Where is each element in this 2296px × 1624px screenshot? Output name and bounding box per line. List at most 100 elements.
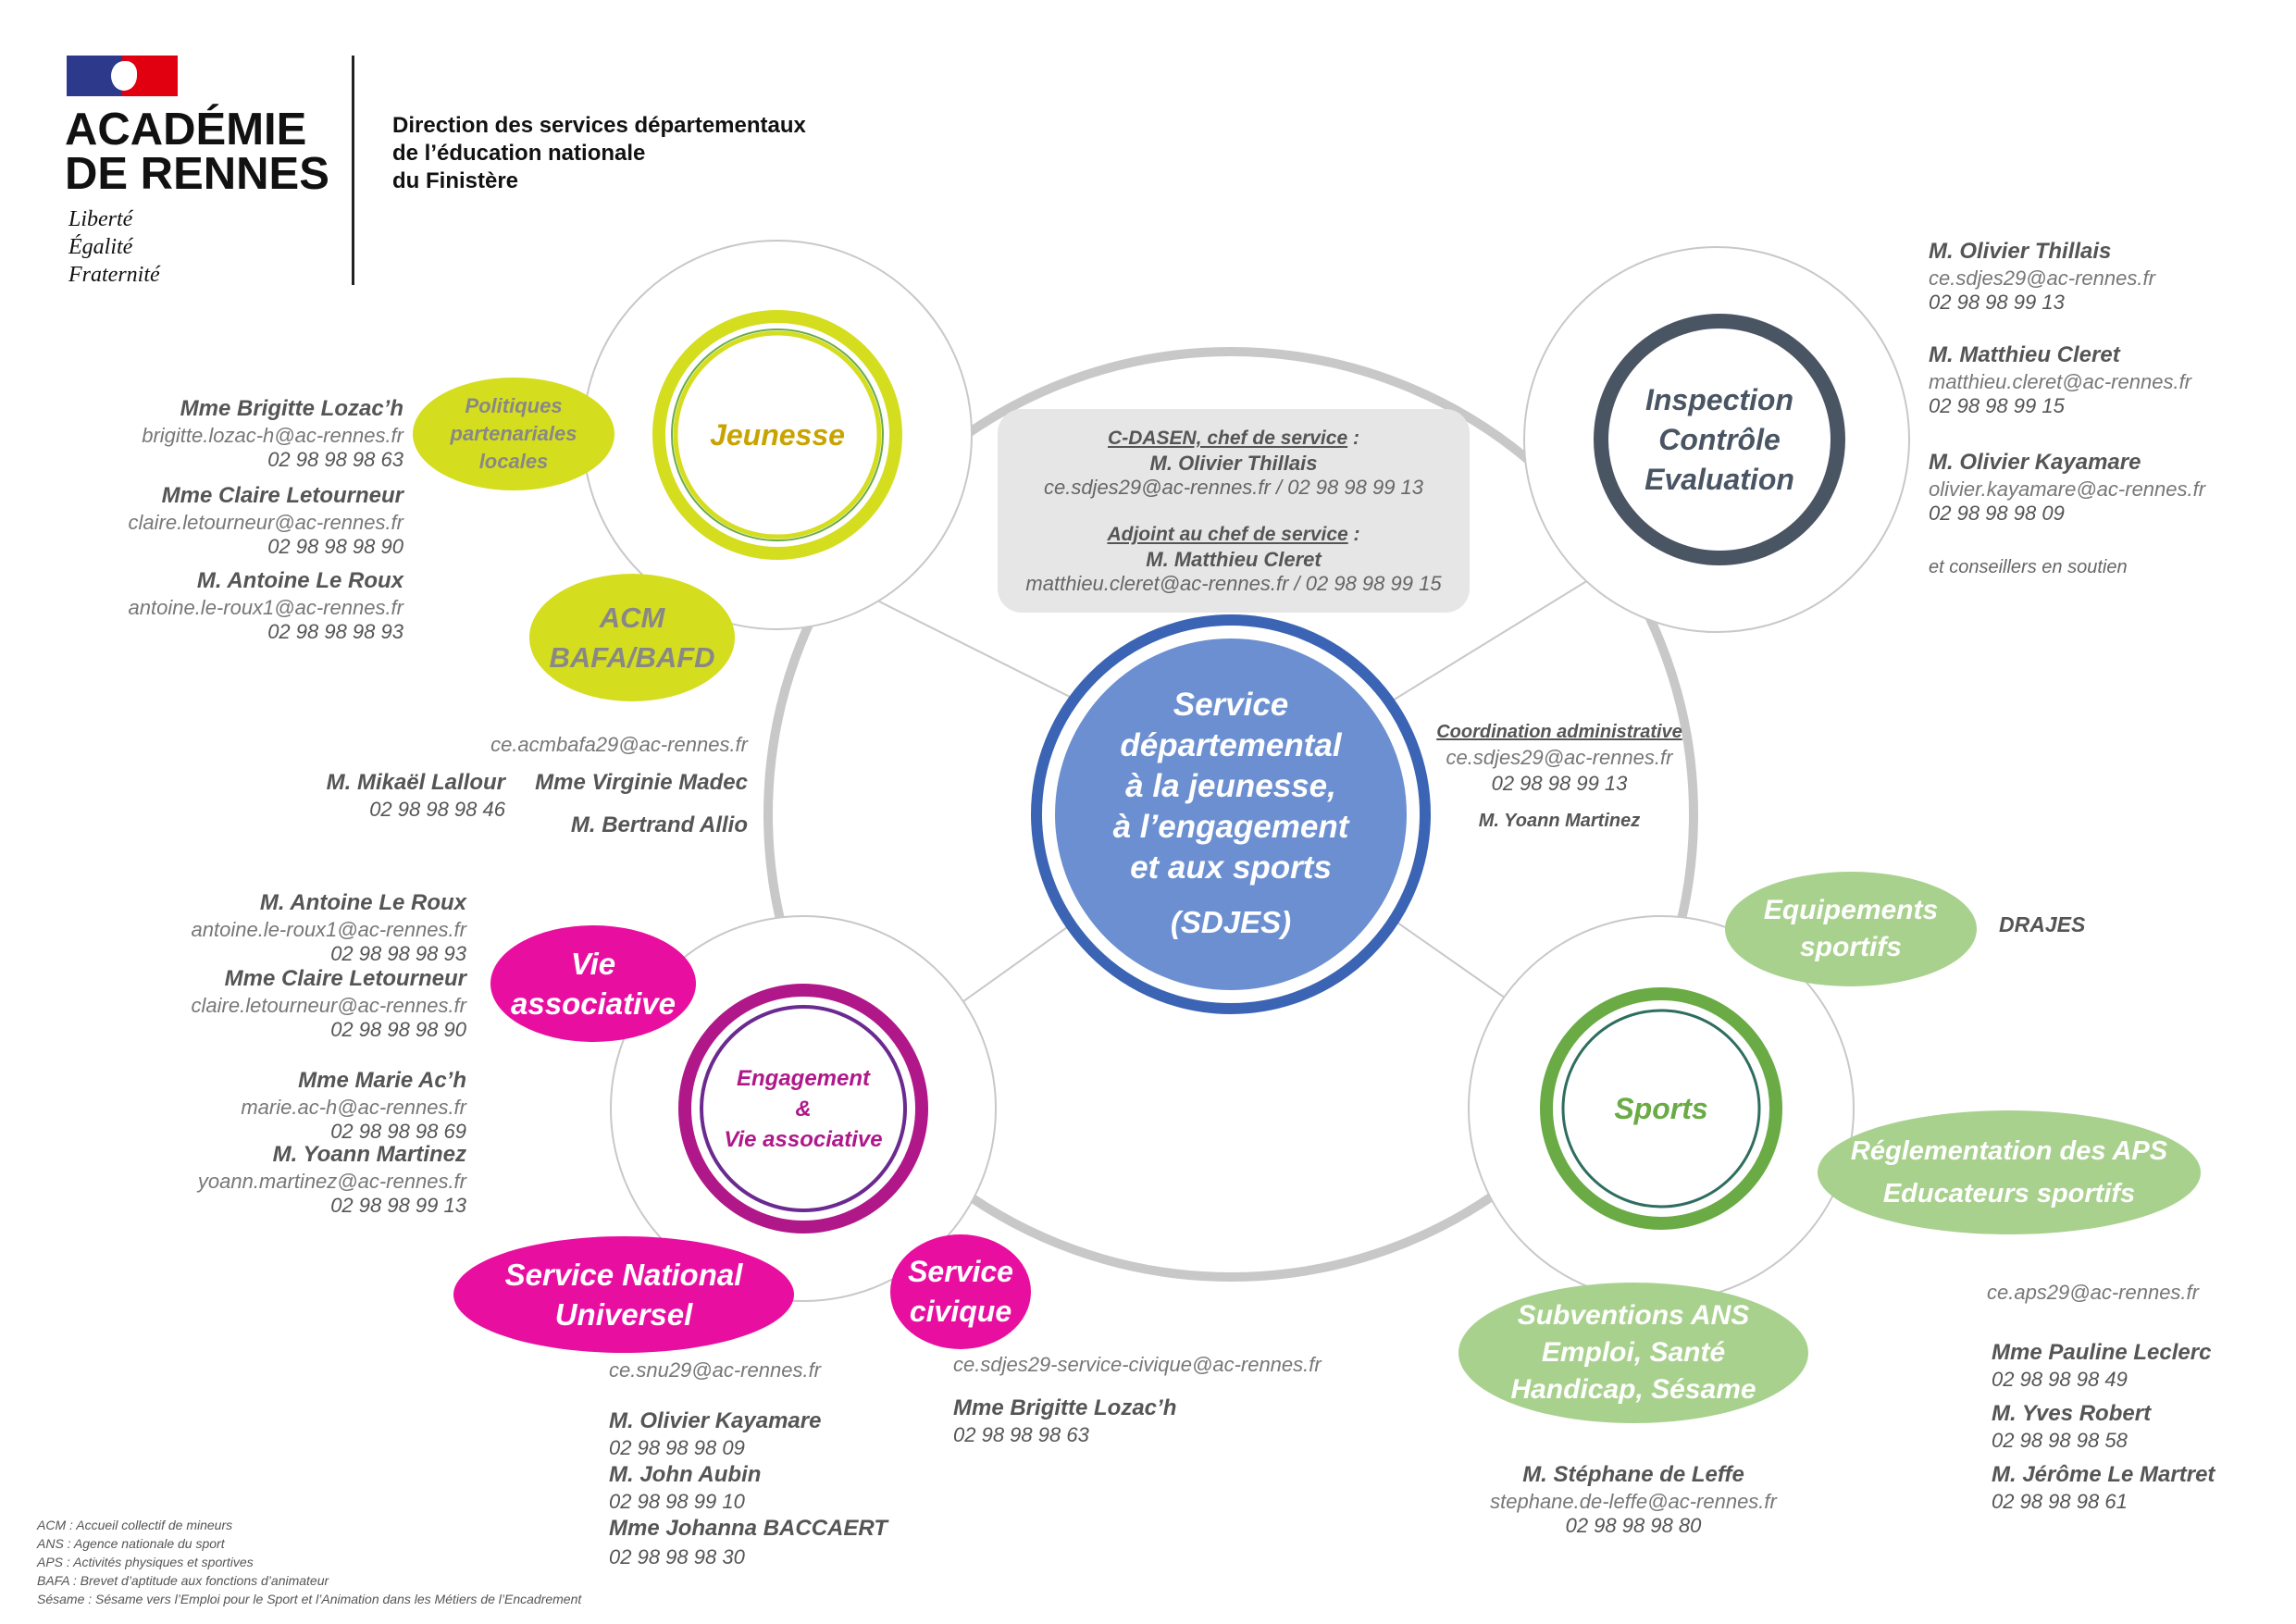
coordination-heading: Coordination administrative <box>1436 722 1682 742</box>
jeunesse-contact-1-name: Mme Brigitte Lozac’h <box>180 396 403 421</box>
direction-line2: de l’éducation nationale <box>392 141 646 166</box>
aps-contact-3-tel: 02 98 98 98 61 <box>1992 1490 2128 1513</box>
sports-label: Sports <box>1614 1091 1708 1125</box>
motto-1: Liberté <box>68 207 133 231</box>
snu-contact-3-tel: 02 98 98 98 30 <box>609 1545 745 1568</box>
vie-contact-4-mail: yoann.martinez@ac-rennes.fr <box>197 1170 466 1193</box>
snu-contact-1-tel: 02 98 98 98 09 <box>609 1436 745 1459</box>
snu-contact-2-name: M. John Aubin <box>609 1462 762 1487</box>
engagement-label: Engagement&Vie associative <box>724 1065 883 1152</box>
motto-2: Égalité <box>68 235 133 259</box>
jeunesse-contact-2-name: Mme Claire Letourneur <box>161 483 403 508</box>
chef-heading-line: C-DASEN, chef de service : <box>1108 428 1359 449</box>
inspection-contact-2-name: M. Matthieu Cleret <box>1929 342 2120 367</box>
inspection-contact-3-mail: olivier.kayamare@ac-rennes.fr <box>1929 477 2206 501</box>
chef-contact: ce.sdjes29@ac-rennes.fr / 02 98 98 99 13 <box>1043 476 1424 499</box>
snu-contact-2-tel: 02 98 98 99 10 <box>609 1490 745 1513</box>
academy-name-line2: DE RENNES <box>65 149 329 199</box>
direction-box-bg <box>998 409 1470 613</box>
snu-mail: ce.snu29@ac-rennes.fr <box>609 1358 822 1382</box>
jeunesse-contact-2-mail: claire.letourneur@ac-rennes.fr <box>128 511 403 534</box>
inspection-note: et conseillers en soutien <box>1929 557 2128 577</box>
inspection-node-bg <box>1523 246 1910 633</box>
adjoint-heading-line: Adjoint au chef de service : <box>1107 524 1360 545</box>
academy-name-line1: ACADÉMIE <box>65 105 307 155</box>
ans-contact-tel: 02 98 98 98 80 <box>1565 1514 1702 1537</box>
jeunesse-contact-1-tel: 02 98 98 98 63 <box>267 448 403 471</box>
acm-contact-1-name: M. Mikaël Lallour <box>326 770 505 795</box>
inspection-contact-2-tel: 02 98 98 99 15 <box>1929 394 2065 417</box>
inspection-contact-3-tel: 02 98 98 98 09 <box>1929 502 2065 525</box>
acm-contact-2-name: Mme Virginie Madec <box>535 770 748 795</box>
aps-contact-1-name: Mme Pauline Leclerc <box>1992 1340 2212 1365</box>
acm-contact-1-tel: 02 98 98 98 46 <box>369 798 505 821</box>
vie-contact-4-tel: 02 98 98 99 13 <box>330 1194 466 1217</box>
politiques-bubble: Politiques partenariales locales <box>413 378 614 490</box>
jeunesse-contact-3-tel: 02 98 98 98 93 <box>267 620 403 643</box>
vie-contact-3-name: Mme Marie Ac’h <box>298 1068 466 1093</box>
vie-contact-2-name: Mme Claire Letourneur <box>224 966 466 991</box>
civique-mail: ce.sdjes29-service-civique@ac-rennes.fr <box>953 1353 1322 1376</box>
glossary-1: ACM : Accueil collectif de mineurs <box>37 1518 233 1532</box>
inspection-contact-1-tel: 02 98 98 99 13 <box>1929 291 2065 314</box>
inspection-contact-1-name: M. Olivier Thillais <box>1929 239 2112 264</box>
acm-mail: ce.acmbafa29@ac-rennes.fr <box>490 733 748 756</box>
engagement-node-bg <box>610 915 997 1302</box>
jeunesse-contact-3-name: M. Antoine Le Roux <box>196 568 403 593</box>
inspection-contact-2-mail: matthieu.cleret@ac-rennes.fr <box>1929 370 2192 393</box>
vie-contact-1-tel: 02 98 98 98 93 <box>330 942 466 965</box>
coordination-mail: ce.sdjes29@ac-rennes.fr <box>1446 746 1673 769</box>
glossary-4: BAFA : Brevet d’aptitude aux fonctions d… <box>37 1573 329 1588</box>
adjoint-name: M. Matthieu Cleret <box>1146 548 1322 571</box>
coordination-name: M. Yoann Martinez <box>1478 811 1641 831</box>
drajes-label: DRAJES <box>1999 912 2086 936</box>
outer-ring <box>763 347 1698 1282</box>
vie-contact-1-mail: antoine.le-roux1@ac-rennes.fr <box>191 918 466 941</box>
jeunesse-label: Jeunesse <box>710 417 845 452</box>
ans-contact-name: M. Stéphane de Leffe <box>1522 1462 1744 1487</box>
direction-line3: du Finistère <box>392 168 519 193</box>
chef-name: M. Olivier Thillais <box>1149 452 1318 475</box>
header-divider <box>352 56 354 285</box>
center-acronym: (SDJES) <box>1170 905 1292 939</box>
snu-contact-1-name: M. Olivier Kayamare <box>609 1408 822 1433</box>
vie-contact-3-tel: 02 98 98 98 69 <box>330 1120 466 1143</box>
civique-contact-name: Mme Brigitte Lozac’h <box>953 1395 1177 1420</box>
acm-contact-3-name: M. Bertrand Allio <box>570 812 748 837</box>
vie-contact-3-mail: marie.ac-h@ac-rennes.fr <box>241 1096 466 1119</box>
aps-mail: ce.aps29@ac-rennes.fr <box>1986 1281 2199 1304</box>
jeunesse-contact-1-mail: brigitte.lozac-h@ac-rennes.fr <box>142 424 403 447</box>
vie-contact-4-name: M. Yoann Martinez <box>272 1142 466 1167</box>
vie-contact-2-tel: 02 98 98 98 90 <box>330 1018 466 1041</box>
direction-line1: Direction des services départementaux <box>392 113 806 138</box>
coordination-tel: 02 98 98 99 13 <box>1491 772 1628 795</box>
glossary-2: ANS : Agence nationale du sport <box>37 1536 225 1551</box>
motto-3: Fraternité <box>68 263 160 287</box>
center-title: Service départemental à la jeunesse, à l… <box>1112 687 1349 886</box>
jeunesse-contact-3-mail: antoine.le-roux1@ac-rennes.fr <box>128 596 403 619</box>
aps-contact-1-tel: 02 98 98 98 49 <box>1992 1368 2128 1391</box>
glossary-5: Sésame : Sésame vers l’Emploi pour le Sp… <box>37 1592 582 1606</box>
aps-contact-2-name: M. Yves Robert <box>1992 1401 2152 1426</box>
vie-contact-2-mail: claire.letourneur@ac-rennes.fr <box>191 994 466 1017</box>
civique-contact-tel: 02 98 98 98 63 <box>953 1423 1089 1446</box>
glossary-3: APS : Activités physiques et sportives <box>37 1555 254 1569</box>
ans-contact-mail: stephane.de-leffe@ac-rennes.fr <box>1490 1490 1777 1513</box>
adjoint-contact: matthieu.cleret@ac-rennes.fr / 02 98 98 … <box>1025 572 1442 595</box>
vie-contact-1-name: M. Antoine Le Roux <box>259 890 466 915</box>
inspection-contact-3-name: M. Olivier Kayamare <box>1929 450 2141 475</box>
snu-contact-3-name: Mme Johanna BACCAERT <box>609 1516 887 1541</box>
marianne-logo <box>67 56 178 96</box>
inspection-contact-1-mail: ce.sdjes29@ac-rennes.fr <box>1929 267 2155 290</box>
aps-contact-2-tel: 02 98 98 98 58 <box>1992 1429 2128 1452</box>
aps-contact-3-name: M. Jérôme Le Martret <box>1992 1462 2215 1487</box>
